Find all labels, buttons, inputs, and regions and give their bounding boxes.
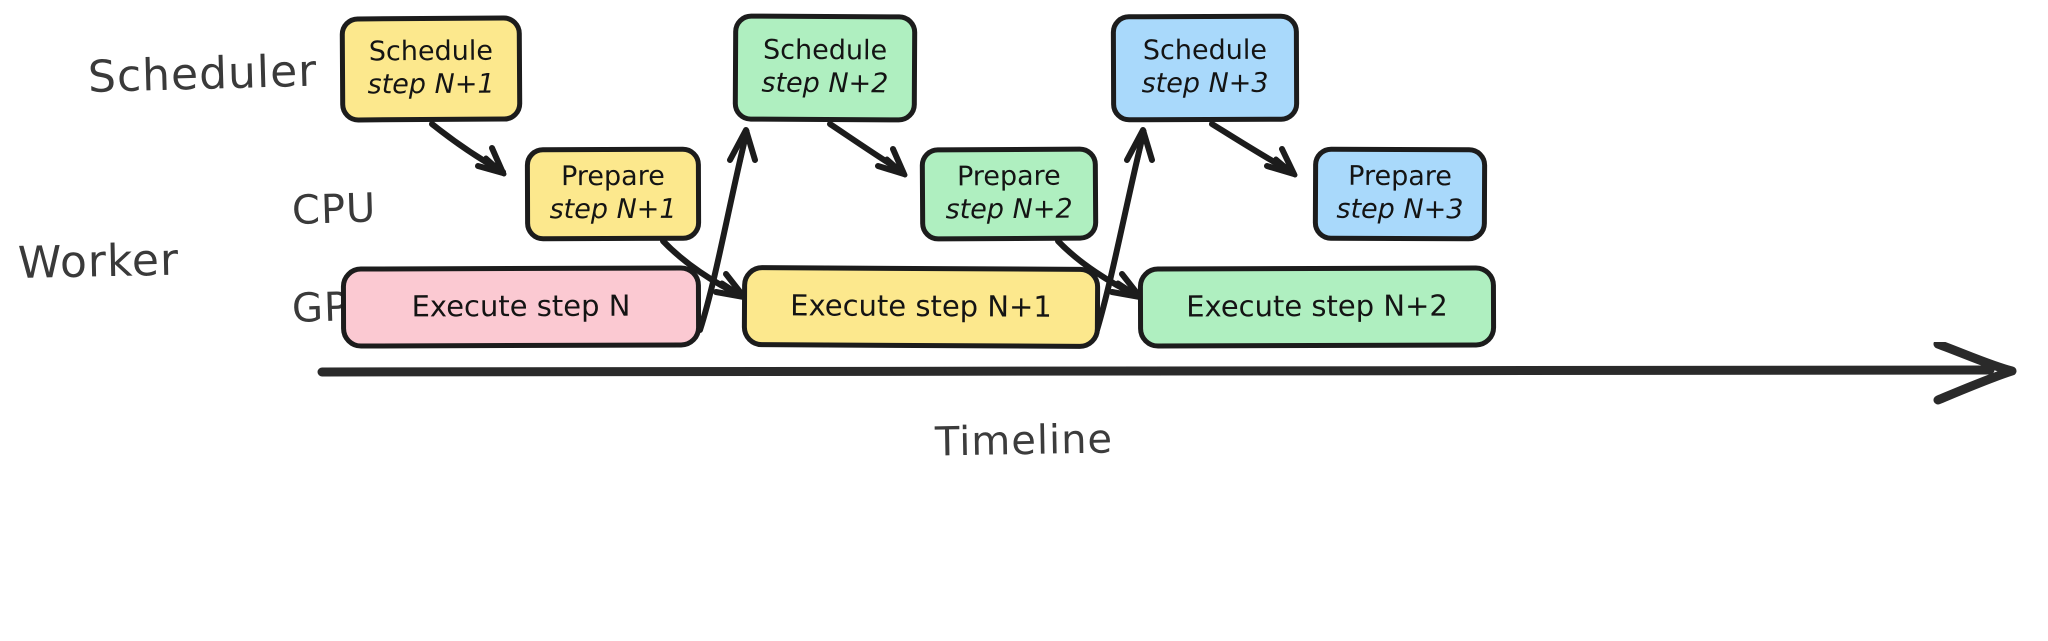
- node-label: Execute step N+1: [790, 288, 1052, 324]
- node-line-1: Schedule: [1142, 34, 1268, 67]
- node-line-2: step N+2: [945, 193, 1073, 226]
- node-execute-step-n2[interactable]: Execute step N+2: [1137, 265, 1497, 349]
- node-line-1: Schedule: [762, 34, 888, 67]
- lane-label-worker: Worker: [17, 234, 180, 289]
- timeline-caption: Timeline: [934, 416, 1114, 466]
- timeline-axis: [317, 342, 2017, 405]
- node-line-2: step N+1: [367, 68, 495, 101]
- node-schedule-step-n2[interactable]: Schedule step N+2: [732, 13, 918, 123]
- node-prepare-step-n1[interactable]: Prepare step N+1: [524, 146, 702, 242]
- arrow-schedule-n1-to-prepare-n1: [429, 121, 507, 177]
- node-label: Execute step N+2: [1186, 288, 1448, 324]
- lane-label-scheduler: Scheduler: [87, 45, 318, 103]
- node-execute-step-n[interactable]: Execute step N: [340, 265, 702, 349]
- node-line-2: step N+3: [1141, 67, 1269, 100]
- node-line-1: Prepare: [1348, 160, 1453, 193]
- node-line-1: Prepare: [561, 160, 665, 193]
- node-execute-step-n1[interactable]: Execute step N+1: [741, 265, 1101, 349]
- node-line-2: step N+1: [549, 193, 677, 226]
- arrow-schedule-n3-to-prepare-n3: [1209, 121, 1298, 178]
- node-line-1: Prepare: [956, 160, 1061, 193]
- node-schedule-step-n1[interactable]: Schedule step N+1: [339, 15, 523, 123]
- arrow-schedule-n2-to-prepare-n2: [827, 121, 908, 178]
- node-label: Execute step N: [411, 288, 631, 324]
- node-line-2: step N+2: [761, 67, 889, 100]
- node-line-1: Schedule: [368, 35, 494, 68]
- timeline-caption-wrapper: Timeline: [0, 416, 2048, 466]
- lane-label-cpu: CPU: [291, 185, 378, 234]
- node-prepare-step-n3[interactable]: Prepare step N+3: [1312, 146, 1488, 242]
- node-line-2: step N+3: [1336, 193, 1464, 226]
- node-prepare-step-n2[interactable]: Prepare step N+2: [919, 146, 1099, 242]
- node-schedule-step-n3[interactable]: Schedule step N+3: [1110, 13, 1300, 123]
